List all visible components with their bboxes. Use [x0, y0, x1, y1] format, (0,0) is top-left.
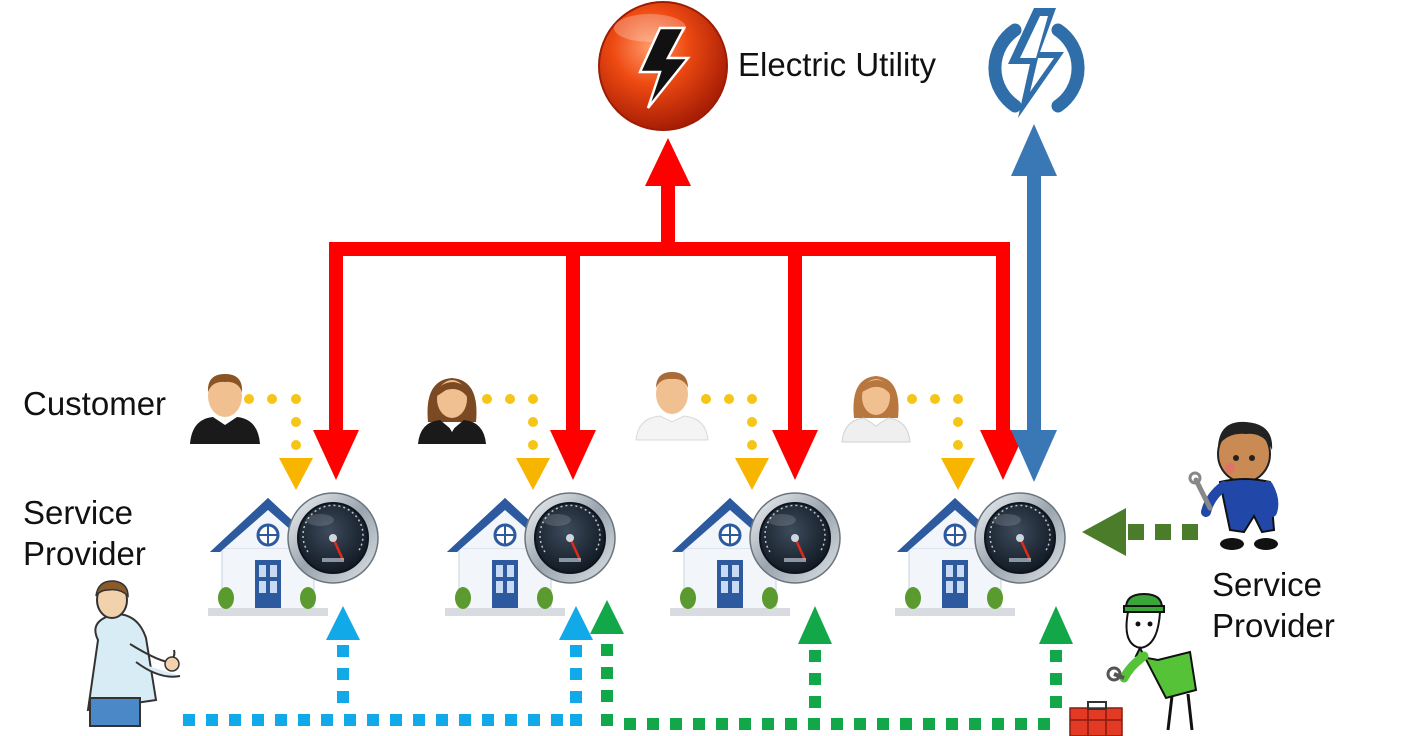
house-meter-4: [893, 491, 1067, 618]
provider-blue-links: [183, 606, 593, 726]
customer-links: [244, 394, 975, 490]
customer-avatar-3: [635, 372, 709, 441]
mechanic-cartoon-icon: [1188, 421, 1279, 550]
customer-avatar-4: [841, 376, 911, 443]
customer-label: Customer: [23, 385, 167, 422]
power-flow-lines: [313, 138, 1026, 480]
house-meter-1: [206, 491, 380, 618]
provider-dark-green-link: [1082, 508, 1198, 556]
service-provider-left-label: Service Provider: [23, 494, 146, 572]
repairman-cartoon-icon: [1106, 592, 1198, 731]
toolbox-icon: [1069, 701, 1123, 736]
house-meter-2: [443, 491, 617, 618]
house-meter-3: [668, 491, 842, 618]
service-provider-right-label: Service Provider: [1212, 566, 1335, 644]
technician-cartoon-icon: [86, 580, 181, 727]
customer-avatar-2: [418, 378, 486, 444]
customer-avatar-1: [190, 374, 260, 444]
electric-utility-red-icon: [598, 1, 728, 131]
electric-utility-label: Electric Utility: [738, 46, 937, 83]
provider-green-links: [590, 600, 1073, 730]
utility-data-link: [1011, 124, 1057, 482]
electric-utility-blue-icon: [988, 8, 1085, 118]
